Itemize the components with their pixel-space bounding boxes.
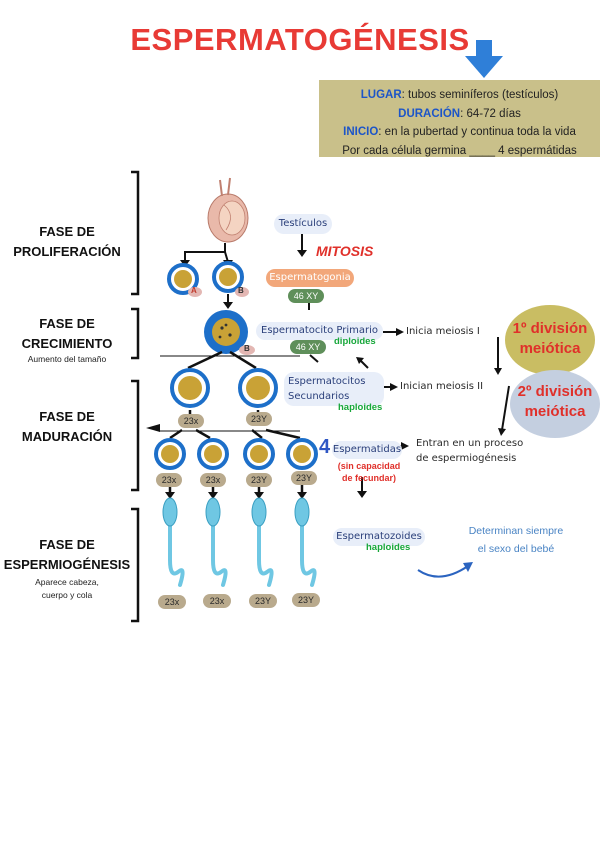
phase-proliferacion-line2: PROLIFERACIÓN xyxy=(13,244,121,259)
div1-line2: meiótica xyxy=(519,340,581,357)
espermatocito-primario-label: Espermatocito Primario xyxy=(256,322,383,340)
duracion-value: : 64-72 días xyxy=(460,107,521,120)
spermatid-cells xyxy=(154,438,318,470)
chip-spz-2: 23x xyxy=(203,594,231,608)
div1-line1: 1º división xyxy=(512,320,588,337)
espermatocitos-secundarios-line2: Secundarios xyxy=(288,391,350,402)
entran-proceso-label: Entran en un proceso de espermiogénesis xyxy=(416,436,523,466)
por-cada-text: Por cada célula germina ____ 4 espermáti… xyxy=(342,144,577,157)
espermatocitos-secundarios-line1: Espermatocitos xyxy=(288,376,366,387)
espermatozoides-label: Espermatozoides xyxy=(333,528,425,546)
num-4-label: 4 xyxy=(319,436,331,458)
phase-maduracion: FASE DE MADURACIÓN xyxy=(0,407,134,447)
phase-espermiogenesis-sub-line2: cuerpo y cola xyxy=(41,590,93,600)
mitosis-label: MITOSIS xyxy=(316,243,374,259)
chip-spz-1: 23x xyxy=(158,595,186,609)
testis-arrows xyxy=(184,243,229,263)
cell-label-b2: B xyxy=(244,344,250,353)
inicio-key: INICIO xyxy=(343,126,379,138)
espermatogonia-label: Espermatogonia xyxy=(266,269,354,287)
info-box: LUGAR: tubos seminíferos (testículos) DU… xyxy=(319,80,600,157)
cell-label-b: B xyxy=(238,286,244,295)
phase-proliferacion: FASE DE PROLIFERACIÓN xyxy=(0,222,134,262)
espermatidas-label: Espermatidas xyxy=(332,441,402,459)
inician-meiosis-2-label: Inician meiosis II xyxy=(400,381,484,392)
sin-capacidad-label: (sin capacidad de fecundar) xyxy=(330,460,408,484)
div2-line1: 2º división xyxy=(517,383,593,400)
haploides-2-label: haploides xyxy=(366,542,411,553)
page-title: ESPERMATOGÉNESIS xyxy=(130,22,470,57)
phase-espermiogenesis-line2: ESPERMIOGÉNESIS xyxy=(3,557,131,572)
phase-crecimiento-line1: FASE DE xyxy=(39,316,95,331)
entran-proceso-line1: Entran en un proceso xyxy=(416,438,524,449)
sin-capacidad-line2: de fecundar) xyxy=(341,473,396,483)
spermatozoa xyxy=(168,523,317,587)
phase-brackets xyxy=(131,170,140,623)
testis-icon xyxy=(207,177,249,243)
espermatocitos-secundarios-label: Espermatocitos Secundarios xyxy=(284,372,384,406)
phase-crecimiento-sub: Aumento del tamaño xyxy=(27,354,107,364)
second-meiotic-division-badge: 2º división meiótica xyxy=(510,370,600,438)
chip-spd-1: 23x xyxy=(156,473,182,487)
primary-spermatocyte-cell xyxy=(204,310,248,354)
div2-line2: meiótica xyxy=(524,403,586,420)
lugar-value: : tubos seminíferos (testículos) xyxy=(401,89,559,101)
determinan-text: Determinan siempre el sexo del bebé xyxy=(446,522,586,558)
chrom-46xy-1: 46 XY xyxy=(288,289,324,303)
testiculos-label: Testículos xyxy=(274,214,332,234)
haploides-1-label: haploides xyxy=(338,402,383,413)
cell-label-a: A xyxy=(191,286,197,295)
lugar-key: LUGAR xyxy=(360,89,402,101)
first-meiotic-division-badge: 1º división meiótica xyxy=(505,305,595,375)
phase-proliferacion-line1: FASE DE xyxy=(39,224,95,239)
chip-sec-1: 23x xyxy=(178,414,204,428)
determinan-line1: Determinan siempre xyxy=(468,525,564,537)
secondary-spermatocyte-cells xyxy=(170,368,278,408)
determinan-line2: el sexo del bebé xyxy=(477,543,555,555)
phase-espermiogenesis: FASE DE ESPERMIOGÉNESIS xyxy=(0,535,134,575)
phase-crecimiento-line2: CRECIMIENTO xyxy=(21,336,113,351)
chip-spz-4: 23Y xyxy=(292,593,320,607)
chip-spz-3: 23Y xyxy=(249,594,277,608)
entran-proceso-line2: de espermiogénesis xyxy=(416,453,517,464)
phase-espermiogenesis-line1: FASE DE xyxy=(39,537,95,552)
chip-spd-2: 23x xyxy=(200,473,226,487)
diploides-label: diploides xyxy=(334,336,376,347)
inicio-value: : en la pubertad y continua toda la vida xyxy=(378,126,576,138)
phase-maduracion-line1: FASE DE xyxy=(39,409,95,424)
chip-spd-3: 23Y xyxy=(246,473,272,487)
phase-espermiogenesis-sub: Aparece cabeza, cuerpo y cola xyxy=(0,576,134,602)
sin-capacidad-line1: (sin capacidad xyxy=(337,461,401,471)
duracion-key: DURACIÓN xyxy=(398,107,461,120)
phase-crecimiento: FASE DE CRECIMIENTO xyxy=(0,314,134,354)
chrom-46xy-2: 46 XY xyxy=(290,340,326,354)
phase-maduracion-line2: MADURACIÓN xyxy=(21,429,113,444)
arrow-down-icon xyxy=(465,40,503,78)
chip-spd-4: 23Y xyxy=(291,471,317,485)
spermatogonia-cells xyxy=(167,261,244,295)
phase-espermiogenesis-sub-line1: Aparece cabeza, xyxy=(35,577,99,587)
chip-sec-2: 23Y xyxy=(246,412,272,426)
inicia-meiosis-1-label: Inicia meiosis I xyxy=(406,326,480,337)
